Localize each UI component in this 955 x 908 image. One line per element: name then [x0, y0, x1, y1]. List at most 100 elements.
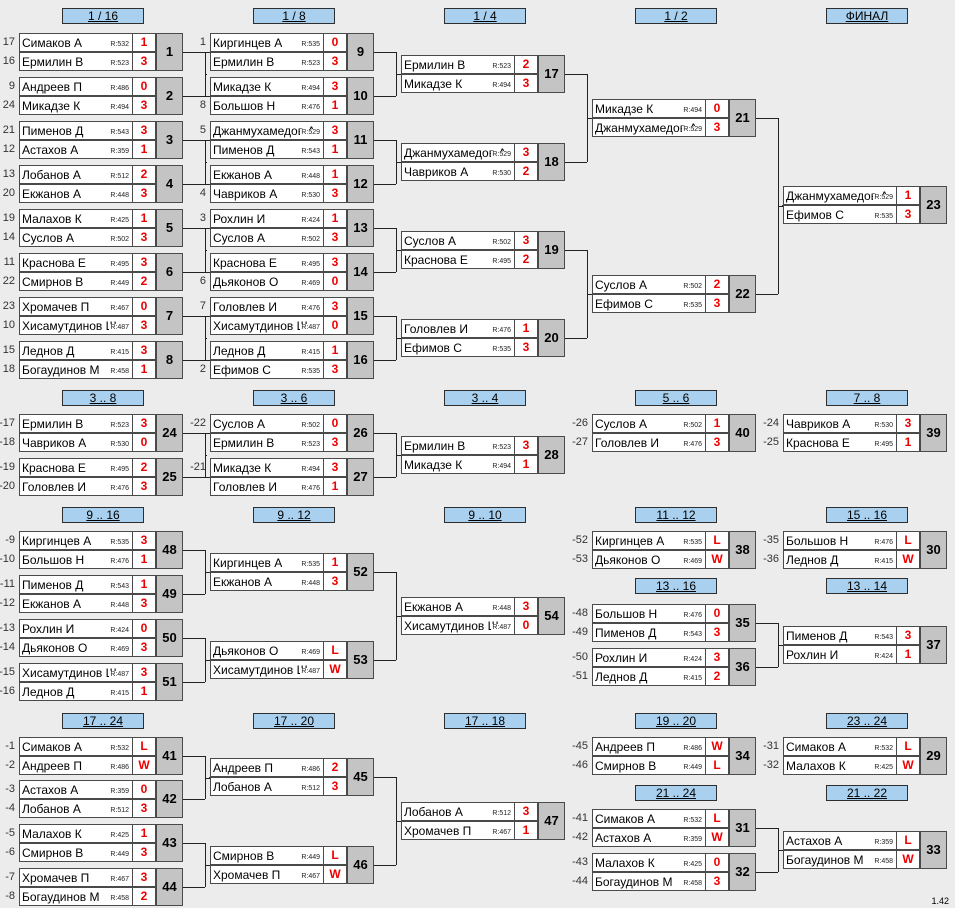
round-header[interactable]: 21 .. 22 — [826, 785, 908, 801]
round-header[interactable]: 1 / 8 — [253, 8, 335, 24]
round-header[interactable]: 3 .. 8 — [62, 390, 144, 406]
round-header[interactable]: 9 .. 16 — [62, 507, 144, 523]
round-header[interactable]: 23 .. 24 — [826, 713, 908, 729]
round-header[interactable]: 11 .. 12 — [635, 507, 717, 523]
round-header[interactable]: 9 .. 12 — [253, 507, 335, 523]
round-header[interactable]: 21 .. 24 — [635, 785, 717, 801]
round-header[interactable]: 13 .. 16 — [635, 578, 717, 594]
round-header[interactable]: ФИНАЛ — [826, 8, 908, 24]
round-header[interactable]: 13 .. 14 — [826, 578, 908, 594]
